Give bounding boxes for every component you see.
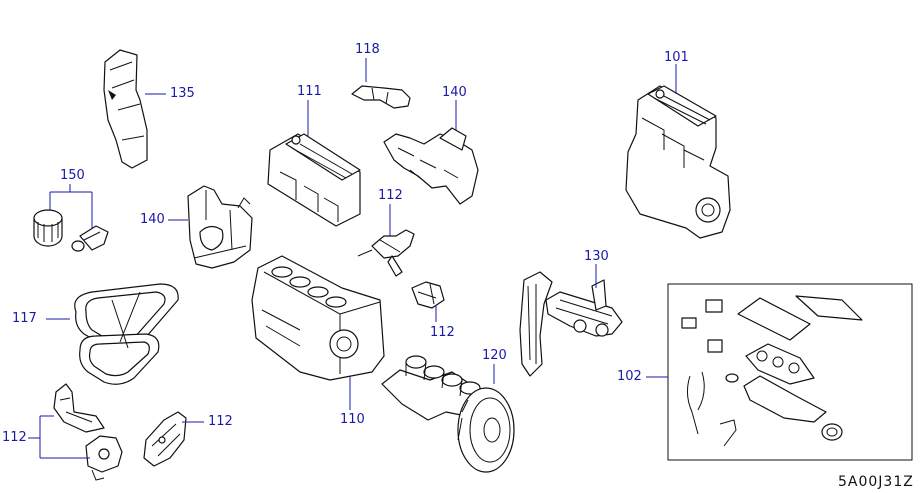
timing-belt-part[interactable]: [519, 271, 553, 377]
gasket-kit-box: [667, 283, 913, 461]
sensor-bracket-part[interactable]: [411, 281, 445, 309]
oil-pressure-switch-part[interactable]: [71, 225, 109, 252]
exhaust-manifold-part[interactable]: [383, 127, 479, 205]
callout-112-lower-mid[interactable]: 112: [208, 414, 233, 429]
callout-135[interactable]: 135: [170, 86, 195, 101]
timing-cover-part[interactable]: [103, 49, 148, 169]
callout-150[interactable]: 150: [60, 168, 85, 183]
cylinder-head-part[interactable]: [267, 133, 361, 227]
callout-110[interactable]: 110: [340, 412, 365, 427]
callout-140-mount[interactable]: 140: [140, 212, 165, 227]
flywheel-part[interactable]: [457, 387, 515, 473]
callout-102[interactable]: 102: [617, 369, 642, 384]
alternator-bracket-part[interactable]: [143, 411, 187, 467]
callout-117[interactable]: 117: [12, 311, 37, 326]
oil-filter-part[interactable]: [33, 209, 63, 247]
engine-mount-part[interactable]: [187, 185, 253, 269]
callout-140-manifold[interactable]: 140: [442, 85, 467, 100]
engine-assembly-part[interactable]: [625, 85, 731, 239]
callout-130[interactable]: 130: [584, 249, 609, 264]
callout-112-lower-left[interactable]: 112: [2, 430, 27, 445]
drive-belts-part[interactable]: [74, 283, 179, 385]
camshaft-part[interactable]: [545, 279, 623, 337]
gasket-kit-part[interactable]: [681, 295, 863, 447]
callout-111[interactable]: 111: [297, 84, 322, 99]
callout-118[interactable]: 118: [355, 42, 380, 57]
callout-120[interactable]: 120: [482, 348, 507, 363]
callout-112-bracket[interactable]: 112: [430, 325, 455, 340]
thermostat-housing-part[interactable]: [357, 229, 415, 277]
tensioner-lower-part[interactable]: [85, 435, 123, 481]
callout-112-manifold[interactable]: 112: [378, 188, 403, 203]
leader-lines: [28, 58, 677, 459]
tensioner-upper-part[interactable]: [53, 383, 105, 433]
coolant-hose-part[interactable]: [351, 85, 411, 109]
cylinder-block-part[interactable]: [251, 255, 385, 381]
diagram-code: 5A00J31Z: [838, 474, 914, 490]
callout-101[interactable]: 101: [664, 50, 689, 65]
